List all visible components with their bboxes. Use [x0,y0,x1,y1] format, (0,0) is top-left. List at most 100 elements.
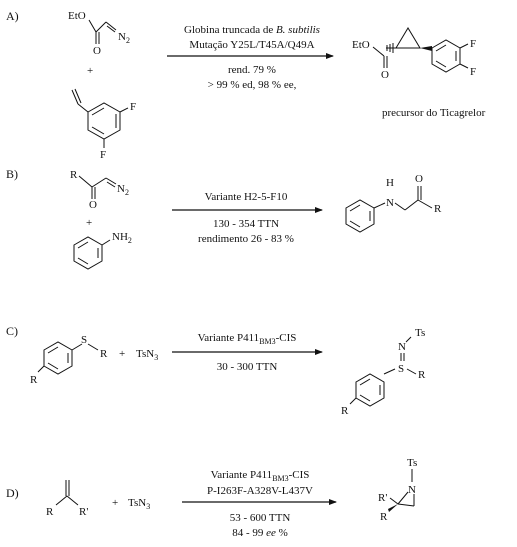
vinyl-bonds [71,88,89,113]
aziridine-ring [397,491,415,507]
product-b-r: R [434,203,442,215]
benzene-inner-bonds-c [47,346,69,370]
condition-c-2: 30 - 300 TTN [217,361,278,373]
product-eto-group: EtO [352,39,370,51]
amine-bond [101,239,111,246]
product-ester-bonds [372,46,388,68]
cyclopropane-ring [395,27,421,49]
diazoketone-n2: N2 [117,183,129,197]
aniline-nh2: NH2 [112,231,132,245]
product-d-wedge-bond [388,504,398,512]
product-c-r: R [418,369,426,381]
condition-d-1: Variante P411BM3-CIS [211,469,310,483]
plus-sign-d: + [112,497,118,509]
condition-d-4: 84 - 99 ee % [232,527,288,539]
product-fluoro-bonds [459,43,469,69]
eto-group: EtO [68,10,86,22]
product-hashed-bond [386,43,396,53]
conditions-c: Variante P411BM3-CIS 30 - 300 TTN [172,332,323,373]
product-fluoro-atom-2: F [470,66,476,78]
diazoketone-diazo-bond [105,177,117,188]
product-wedge-bond [420,46,432,51]
carbonyl-oxygen: O [93,45,101,57]
panel-label-c: C) [6,324,18,338]
aryl-sulfide: S R R [30,334,108,386]
benzene-inner-bonds-product-a [435,44,457,68]
panel-b: B) R O N2 + NH2 Variante H2-5-F10 130 - … [6,167,442,270]
benzene-inner-bonds-product-c [359,378,381,402]
plus-sign-b: + [86,217,92,229]
product-b-oxygen: O [415,173,423,185]
product-alpha-aminoketone: H N O R [345,173,442,233]
product-c-ts-bond [405,336,412,343]
product-c-ring-r-bond [349,397,357,405]
plus-sign-a: + [87,65,93,77]
product-c-s-bonds [383,368,417,375]
product-d-r-prime: R' [378,492,387,504]
benzene-ring-product-b [345,199,375,233]
sulfide-r: R [100,348,108,360]
product-b-n: N [386,197,394,209]
condition-a-4: > 99 % ed, 98 % ee, [208,79,297,91]
ester-bonds [88,19,107,44]
panel-c: C) S R R + TsN3 Variante P411BM3-CIS 30 … [6,324,426,417]
condition-d-2: P-I263F-A328V-L437V [207,485,313,497]
alkene: R R' [46,480,88,518]
product-cyclopropane-ester: EtO O F F [352,27,476,81]
condition-c-1: Variante P411BM3-CIS [198,332,297,346]
product-d-rprime-bond [389,497,399,505]
diazoketone-r: R [70,169,78,181]
benzene-inner-bonds-product-b [349,204,371,228]
product-b-chain-bonds [373,186,433,211]
panel-label-d: D) [6,486,19,500]
conditions-a: Globina truncada de B. subtilis Mutação … [167,24,334,91]
panel-label-b: B) [6,167,18,181]
product-d-r: R [380,511,388,523]
condition-b-3: rendimento 26 - 83 % [198,233,294,245]
condition-b-1: Variante H2-5-F10 [205,191,288,203]
product-c-s: S [398,363,404,375]
product-carbonyl-oxygen: O [381,69,389,81]
alkene-bonds [55,480,79,506]
fluoro-atom-1: F [130,101,136,113]
panel-a: A) EtO O N2 + F F Globina truncada de B.… [6,9,486,161]
condition-a-1: Globina truncada de B. subtilis [184,24,320,36]
condition-d-3: 53 - 600 TTN [230,512,291,524]
product-sulfimide: Ts N S R R [341,327,426,417]
alkene-r-prime: R' [79,506,88,518]
benzene-inner-bonds-b [77,241,99,265]
ring-r-c: R [30,374,38,386]
plus-sign-c: + [119,348,125,360]
diazoketone-bonds [78,175,107,199]
product-d-n: N [408,484,416,496]
alkene-r: R [46,506,54,518]
product-c-sn-double-bond [400,353,405,361]
fluoro-bonds [103,107,129,148]
diazoketone: R O N2 [70,169,129,211]
conditions-d: Variante P411BM3-CIS P-I263F-A328V-L437V… [182,469,337,539]
product-c-ts: Ts [415,327,425,339]
panel-label-a: A) [6,9,19,23]
condition-a-3: rend. 79 % [228,64,276,76]
benzene-ring-b [73,236,103,270]
condition-b-2: 130 - 354 TTN [213,218,279,230]
panel-d: D) R R' + TsN3 Variante P411BM3-CIS P-I2… [6,457,417,539]
diazoketone-oxygen: O [89,199,97,211]
benzene-ring-a [87,102,121,140]
tosyl-azide-d: TsN3 [128,497,150,511]
condition-a-2: Mutação Y25L/T45A/Q49A [189,39,314,51]
product-d-ts: Ts [407,457,417,469]
sulfide-bonds [37,343,99,373]
aniline: NH2 [73,231,132,270]
difluorostyrene: F F [71,88,136,161]
product-aziridine: Ts N R' R [378,457,417,523]
product-fluoro-atom-1: F [470,38,476,50]
conditions-b: Variante H2-5-F10 130 - 354 TTN rendimen… [172,191,323,245]
product-b-nh-h: H [386,177,394,189]
tosyl-azide-c: TsN3 [136,348,158,362]
sulfur-atom: S [81,334,87,346]
product-c-n: N [398,341,406,353]
fluoro-atom-2: F [100,149,106,161]
caption-ticagrelor: precursor do Ticagrelor [382,107,486,119]
